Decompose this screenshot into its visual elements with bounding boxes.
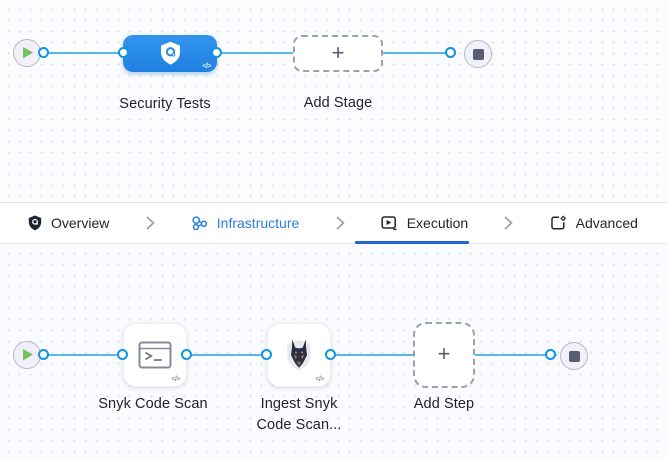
play-icon	[22, 349, 33, 361]
plus-icon: +	[437, 341, 451, 366]
terminal-icon	[138, 341, 172, 369]
overview-shield-icon	[28, 215, 42, 231]
infrastructure-nodes-icon	[192, 216, 207, 231]
connector-point[interactable]	[117, 349, 128, 360]
pipeline-start-node	[13, 39, 41, 67]
connector-point[interactable]	[211, 47, 222, 58]
connector-point[interactable]	[325, 349, 336, 360]
stop-icon	[472, 48, 484, 60]
play-icon	[22, 47, 33, 59]
step-node-snyk-code-scan[interactable]: </>	[123, 323, 187, 387]
add-stage-label: Add Stage	[303, 95, 373, 111]
step-label-line1: Ingest Snyk	[260, 396, 338, 412]
tab-label: Infrastructure	[216, 215, 300, 231]
tab-infrastructure[interactable]: Infrastructure	[191, 203, 299, 243]
code-icon: </>	[315, 376, 324, 383]
connector-point[interactable]	[445, 47, 456, 58]
stage-canvas: </> + Security Tests Add Stage	[0, 0, 667, 202]
chevron-right-icon	[504, 216, 513, 230]
advanced-gear-icon	[550, 215, 566, 230]
tab-label: Overview	[51, 215, 110, 231]
tab-advanced[interactable]: Advanced	[550, 203, 638, 243]
stage-node-security-tests[interactable]: </>	[123, 35, 217, 72]
connector-point[interactable]	[38, 47, 49, 58]
connector-point[interactable]	[38, 349, 49, 360]
tab-label: Advanced	[575, 215, 638, 231]
connector-point[interactable]	[118, 47, 129, 58]
step-label: Snyk Code Scan	[98, 396, 208, 412]
chevron-right-icon	[146, 216, 155, 230]
stage-config-tabbar: Overview Infrastructure Execution	[0, 202, 667, 244]
tab-overview[interactable]: Overview	[28, 203, 109, 243]
code-icon: </>	[202, 63, 211, 70]
connector-point[interactable]	[181, 349, 192, 360]
connector-point[interactable]	[545, 349, 556, 360]
execution-canvas: </> </> +	[0, 244, 667, 458]
snyk-doberman-icon	[287, 339, 311, 371]
pipeline-end-node	[464, 40, 492, 68]
stage-label: Security Tests	[119, 96, 211, 112]
code-icon: </>	[171, 376, 180, 383]
stop-icon	[568, 350, 580, 362]
stage-flow-line	[44, 52, 456, 54]
plus-icon: +	[331, 39, 345, 65]
add-stage-button[interactable]: +	[293, 35, 383, 72]
add-step-button[interactable]: +	[413, 322, 475, 388]
connector-point[interactable]	[261, 349, 272, 360]
tab-execution[interactable]: Execution	[354, 203, 470, 244]
step-node-ingest-snyk[interactable]: </>	[267, 323, 331, 387]
add-step-label: Add Step	[413, 396, 475, 412]
tab-label: Execution	[406, 215, 469, 231]
execution-start-node	[13, 341, 41, 369]
step-label-line2: Code Scan...	[256, 417, 342, 433]
execution-end-node	[560, 342, 588, 370]
step-label: Ingest Snyk Code Scan...	[229, 394, 369, 436]
chevron-right-icon	[336, 216, 345, 230]
security-shield-icon	[160, 41, 180, 65]
execution-play-icon	[381, 216, 397, 231]
